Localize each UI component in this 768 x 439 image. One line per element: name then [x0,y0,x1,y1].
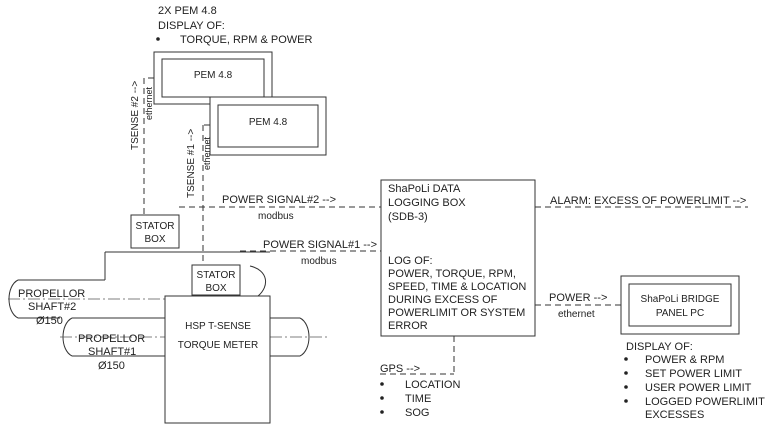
power-signal-2-label: POWER SIGNAL#2 --> [222,194,336,206]
power-signal-1-label: POWER SIGNAL#1 --> [263,239,377,251]
stator-box-1: STATOR BOX [191,264,241,296]
stator-box-2-line2: BOX [144,234,165,245]
tsense-2-medium: ethernet [144,86,154,120]
bridge-bullet-1 [624,357,628,361]
logging-box-log-3: SPEED, TIME & LOCATION [388,281,526,293]
logging-box-log-6: ERROR [388,320,428,332]
bridge-panel-pc: ShaPoLi BRIDGE PANEL PC [620,275,740,335]
bridge-bullet-2 [624,371,628,375]
power-signal-2-medium: modbus [258,211,294,222]
tsense-2-label: TSENSE #2 --> [130,81,141,150]
shaft-2-diameter: Ø150 [36,315,63,327]
alarm-label: ALARM: EXCESS OF POWERLIMIT --> [550,195,746,207]
gps-label: GPS --> [380,363,420,375]
pem-header-item: TORQUE, RPM & POWER [180,34,312,46]
bridge-display-item-4: LOGGED POWERLIMIT [645,396,765,408]
stator-box-2-line1: STATOR [136,221,175,232]
propeller-shafts [8,251,330,357]
logging-box-log-2: POWER, TORQUE, RPM, [388,268,516,280]
torque-meter-line1: HSP T-SENSE [185,321,251,332]
pem-header-subtitle: DISPLAY OF: [158,20,225,32]
logging-box-log-4: DURING EXCESS OF [388,294,498,306]
bridge-pc-line2: PANEL PC [656,308,704,319]
pem-header-title: 2X PEM 4.8 [158,5,217,17]
bridge-display-item-1: POWER & RPM [645,354,724,366]
bridge-display-continuation: EXCESSES [645,409,704,421]
logging-box-title-2: LOGGING BOX [388,197,466,209]
power-link-label: POWER --> [549,292,607,304]
pem-header-bullet [156,37,160,41]
gps-bullet-1 [380,382,384,386]
pem-display-2-label: PEM 4.8 [194,70,233,81]
bridge-display-item-2: SET POWER LIMIT [645,368,742,380]
bridge-pc-line1: ShaPoLi BRIDGE [641,294,720,305]
gps-item-2: TIME [405,393,431,405]
power-signal-1-medium: modbus [301,256,337,267]
stator-box-1-line2: BOX [205,283,226,294]
gps-bullet-2 [380,396,384,400]
logging-box-log-1: LOG OF: [388,255,433,267]
logging-box-log-5: POWERLIMIT OR SYSTEM [388,307,525,319]
bridge-bullet-3 [624,385,628,389]
shaft-2-line1: PROPELLOR [18,288,85,300]
gps-item-1: LOCATION [405,379,460,391]
shaft-1-line2: SHAFT#1 [88,346,136,358]
shaft-2-line2: SHAFT#2 [28,301,76,313]
power-link-medium: ethernet [558,309,595,320]
torque-meter: HSP T-SENSE TORQUE METER [164,295,271,424]
bridge-bullet-4 [624,399,628,403]
tsense-1-label: TSENSE #1 --> [186,129,197,198]
logging-box: ShaPoLi DATA LOGGING BOX (SDB-3) LOG OF:… [380,179,536,337]
logging-box-title-3: (SDB-3) [388,211,428,223]
pem-display-2: PEM 4.8 [153,51,273,105]
bridge-display-item-3: USER POWER LIMIT [645,382,752,394]
stator-box-1-line1: STATOR [197,270,236,281]
pem-display-1: PEM 4.8 [209,96,327,156]
pem-display-1-label: PEM 4.8 [249,117,288,128]
bridge-display-title: DISPLAY OF: [626,341,693,353]
shaft-1-line1: PROPELLOR [78,333,145,345]
stator-box-2: STATOR BOX [130,214,180,249]
logging-box-title-1: ShaPoLi DATA [388,183,461,195]
tsense-1-medium: ethernet [202,136,212,170]
torque-meter-line2: TORQUE METER [178,340,258,351]
shaft-1-diameter: Ø150 [98,360,125,372]
gps-item-3: SOG [405,407,429,419]
gps-bullet-3 [380,410,384,414]
